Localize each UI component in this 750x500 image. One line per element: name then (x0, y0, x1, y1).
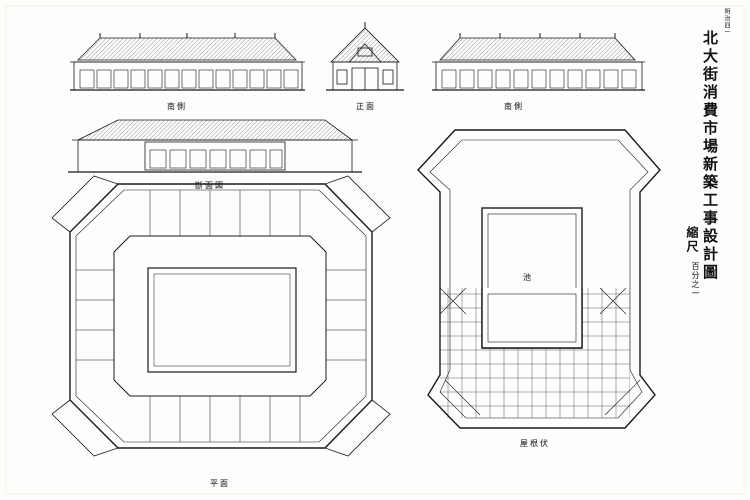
roof-plan (417, 129, 661, 429)
building-section (68, 119, 362, 173)
caption-south-elevation: 南側 (504, 102, 524, 111)
scale-label: 縮尺 (685, 226, 699, 254)
caption-front-elevation: 正面 (356, 102, 376, 111)
caption-ground-plan: 平面 (210, 479, 230, 488)
caption-roof-plan: 屋根伏 (520, 439, 550, 448)
elevation-left (70, 33, 305, 91)
elevation-front (326, 22, 404, 91)
sheet-number: 明治四一 (723, 8, 730, 36)
drawing-title: 北大街消費市場新築工事設計圖 (701, 30, 719, 282)
caption-north-elevation: 南側 (167, 102, 187, 111)
scale-value: 百分之一 (691, 262, 700, 298)
sheet-border (5, 5, 745, 495)
caption-pond: 池 (523, 273, 533, 282)
ground-plan (51, 175, 391, 457)
caption-section: 斷面図 (195, 181, 225, 190)
elevation-right (432, 33, 645, 91)
